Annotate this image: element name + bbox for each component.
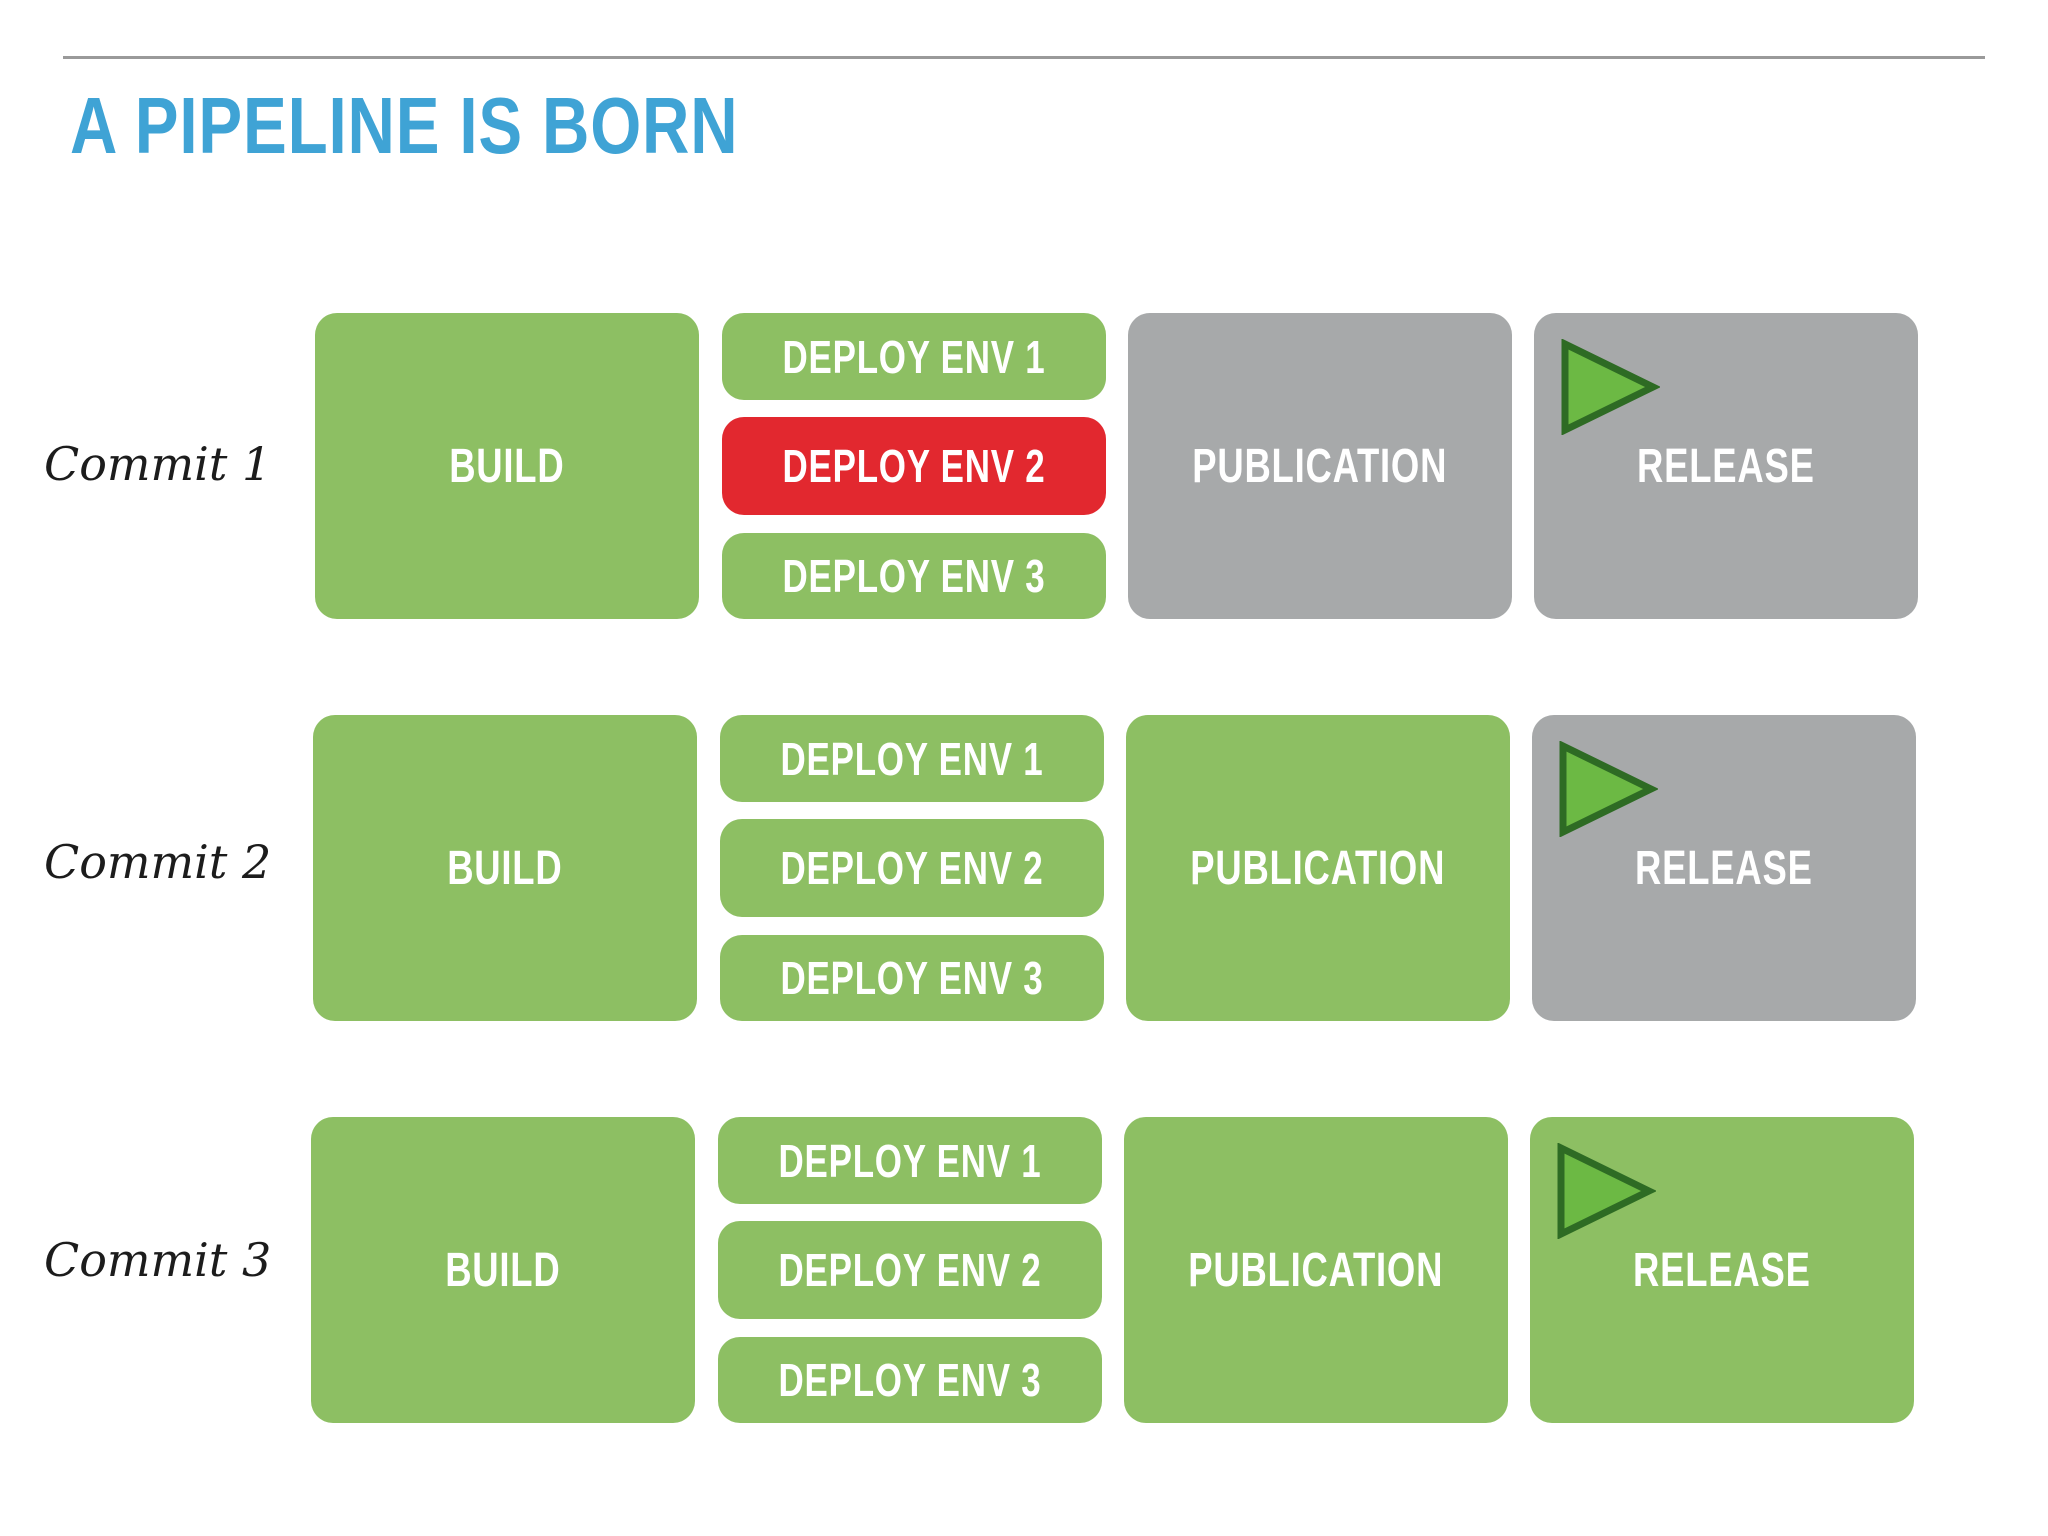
build-label: BUILD: [445, 1243, 561, 1297]
deploy-env-label: DEPLOY ENV 1: [780, 732, 1044, 785]
release-label: RELEASE: [1635, 841, 1813, 895]
release-stage-commit-3[interactable]: RELEASE: [1530, 1117, 1914, 1423]
deploy-env-3-commit-3[interactable]: DEPLOY ENV 3: [718, 1337, 1102, 1423]
deploy-env-label: DEPLOY ENV 1: [778, 1134, 1042, 1187]
publication-label: PUBLICATION: [1192, 439, 1448, 493]
build-stage-commit-3[interactable]: BUILD: [311, 1117, 695, 1423]
commit-label-3: Commit 3: [44, 1233, 272, 1287]
deploy-env-label: DEPLOY ENV 3: [778, 1354, 1042, 1406]
publication-stage-commit-2[interactable]: PUBLICATION: [1126, 715, 1510, 1021]
publication-stage-commit-3[interactable]: PUBLICATION: [1124, 1117, 1508, 1423]
build-stage-commit-2[interactable]: BUILD: [313, 715, 697, 1021]
publication-label: PUBLICATION: [1188, 1243, 1444, 1297]
deploy-env-3-commit-1[interactable]: DEPLOY ENV 3: [722, 533, 1106, 619]
deploy-env-2-commit-3[interactable]: DEPLOY ENV 2: [718, 1221, 1102, 1319]
commit-label-2: Commit 2: [44, 835, 272, 889]
build-label: BUILD: [449, 439, 565, 493]
deploy-env-label: DEPLOY ENV 2: [782, 440, 1046, 492]
commit-label-1: Commit 1: [44, 437, 272, 491]
deploy-env-label: DEPLOY ENV 2: [780, 842, 1044, 894]
deploy-env-1-commit-1[interactable]: DEPLOY ENV 1: [722, 313, 1106, 400]
deploy-env-1-commit-3[interactable]: DEPLOY ENV 1: [718, 1117, 1102, 1204]
deploy-env-label: DEPLOY ENV 3: [780, 952, 1044, 1004]
deploy-env-2-commit-2[interactable]: DEPLOY ENV 2: [720, 819, 1104, 917]
publication-label: PUBLICATION: [1190, 841, 1446, 895]
play-icon: [1557, 1143, 1656, 1239]
build-stage-commit-1[interactable]: BUILD: [315, 313, 699, 619]
release-label: RELEASE: [1637, 439, 1815, 493]
slide-title: A PIPELINE IS BORN: [70, 81, 739, 170]
top-divider: [63, 56, 1985, 59]
deploy-env-label: DEPLOY ENV 2: [778, 1244, 1042, 1296]
deploy-env-2-commit-1-failed[interactable]: DEPLOY ENV 2: [722, 417, 1106, 515]
deploy-env-label: DEPLOY ENV 3: [782, 550, 1046, 602]
deploy-env-3-commit-2[interactable]: DEPLOY ENV 3: [720, 935, 1104, 1021]
play-icon: [1559, 741, 1658, 837]
release-label: RELEASE: [1633, 1243, 1811, 1297]
play-icon: [1561, 339, 1660, 435]
build-label: BUILD: [447, 841, 563, 895]
release-stage-commit-2[interactable]: RELEASE: [1532, 715, 1916, 1021]
release-stage-commit-1[interactable]: RELEASE: [1534, 313, 1918, 619]
deploy-env-label: DEPLOY ENV 1: [782, 330, 1046, 383]
publication-stage-commit-1[interactable]: PUBLICATION: [1128, 313, 1512, 619]
deploy-env-1-commit-2[interactable]: DEPLOY ENV 1: [720, 715, 1104, 802]
